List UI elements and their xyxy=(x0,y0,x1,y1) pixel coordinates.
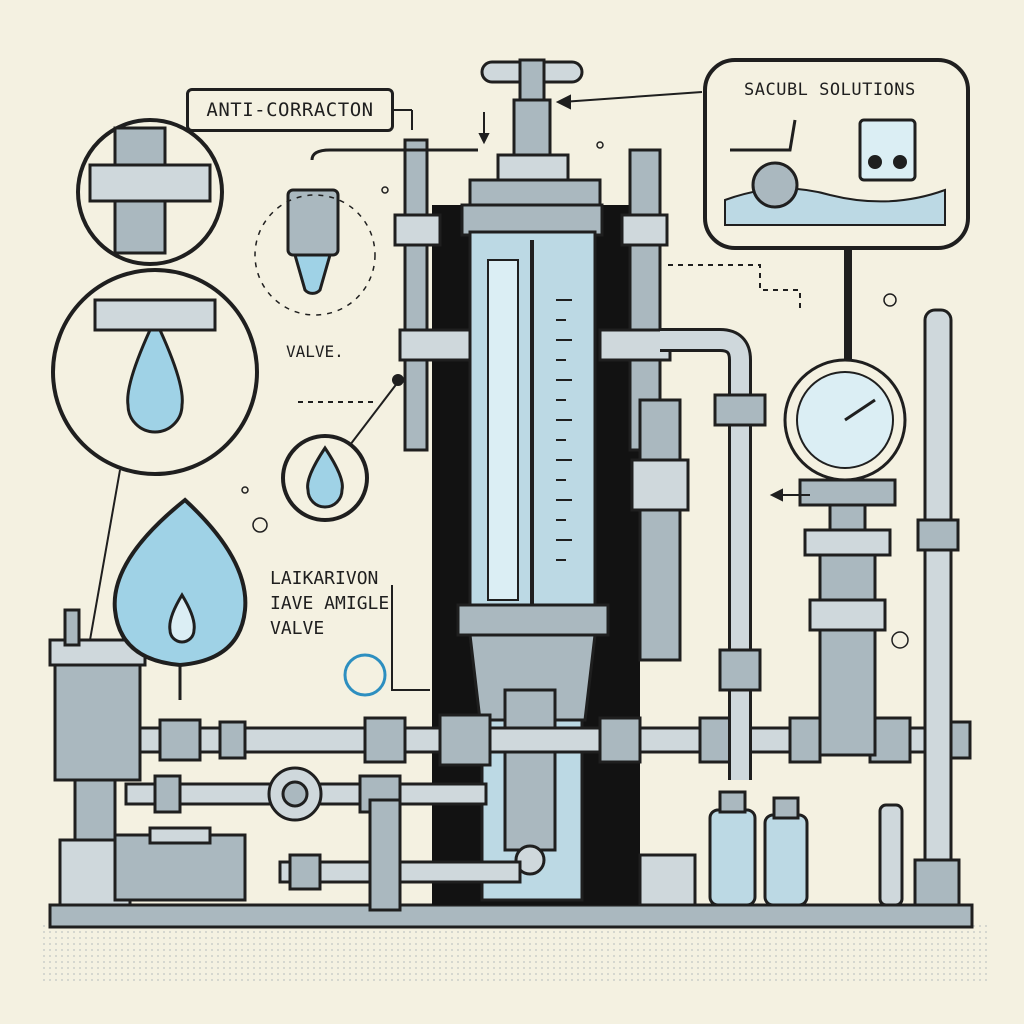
anti-corrosion-label: ANTI-CORRACTON xyxy=(186,88,394,132)
pump xyxy=(48,608,247,907)
sparkles xyxy=(241,141,909,697)
main-cylinder xyxy=(456,203,610,637)
lower-body xyxy=(468,633,597,902)
leader-arrows xyxy=(89,91,810,691)
bottles xyxy=(638,790,904,907)
detail-callout-drop xyxy=(51,268,259,476)
large-water-drop xyxy=(112,497,248,700)
small-valve-fitting xyxy=(254,148,478,316)
floor xyxy=(40,903,990,985)
solutions-title: SACUBL SOLUTIONS xyxy=(744,80,916,100)
angle-valve-label: LAIKARIVON IAVE AMIGLE VALVE xyxy=(270,566,420,641)
right-valve-stack xyxy=(630,328,767,780)
detail-callout-small xyxy=(281,374,404,522)
gear-icon xyxy=(267,766,323,822)
handwheel xyxy=(468,58,602,212)
pressure-gauge xyxy=(783,240,907,757)
angle-valve-label-line1: LAIKARIVON xyxy=(270,568,379,589)
valve-label: VALVE. xyxy=(286,342,344,361)
detail-callout-top xyxy=(76,118,224,266)
angle-valve-label-line2: IAVE AMIGLE xyxy=(270,593,390,614)
angle-valve-label-line3: VALVE xyxy=(270,618,325,639)
solutions-callout-panel xyxy=(703,58,970,250)
tall-pipe xyxy=(913,308,961,907)
